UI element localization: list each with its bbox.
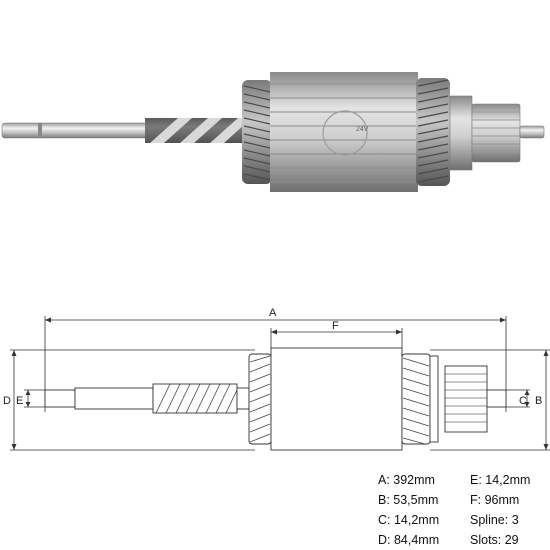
logo-stamp [322, 110, 368, 156]
spec-slots: Slots: 29 [470, 533, 519, 547]
winding-lines [249, 355, 430, 445]
label-f: F [332, 320, 339, 332]
label-b: B [535, 395, 542, 407]
commutator-bars [445, 373, 487, 423]
label-a: A [269, 307, 277, 319]
photo-marking: 24V [356, 126, 369, 133]
spec-a: A: 392mm [378, 473, 435, 487]
spec-row: D: 84,4mm Slots: 29 [378, 530, 548, 550]
photo-right-shaft [519, 125, 545, 139]
spec-c: C: 14,2mm [378, 513, 440, 527]
photo-right-winding [416, 78, 450, 186]
spec-b: B: 53,5mm [378, 493, 439, 507]
label-e: E [16, 395, 23, 407]
photo-left-shaft [1, 122, 148, 139]
spec-e: E: 14,2mm [470, 473, 531, 487]
label-d: D [3, 395, 11, 407]
photo-commutator [449, 95, 521, 171]
spec-d: D: 84,4mm [378, 533, 440, 547]
spec-row: C: 14,2mm Spline: 3 [378, 510, 548, 530]
spec-list: A: 392mm E: 14,2mm B: 53,5mm F: 96mm C: … [378, 470, 548, 550]
photo-helical-section [145, 118, 245, 143]
spec-f: F: 96mm [470, 493, 520, 507]
spec-row: A: 392mm E: 14,2mm [378, 470, 548, 490]
armature-photo: 24V [1, 72, 545, 192]
spec-row: B: 53,5mm F: 96mm [378, 490, 548, 510]
photo-left-winding [242, 80, 272, 184]
armature-outline [44, 347, 507, 451]
helical-grooves [155, 383, 238, 414]
dimension-drawing: A F D E C B [3, 307, 550, 451]
photo-core: 24V [270, 72, 418, 192]
label-c: C [519, 395, 527, 407]
spec-spline: Spline: 3 [470, 513, 519, 527]
